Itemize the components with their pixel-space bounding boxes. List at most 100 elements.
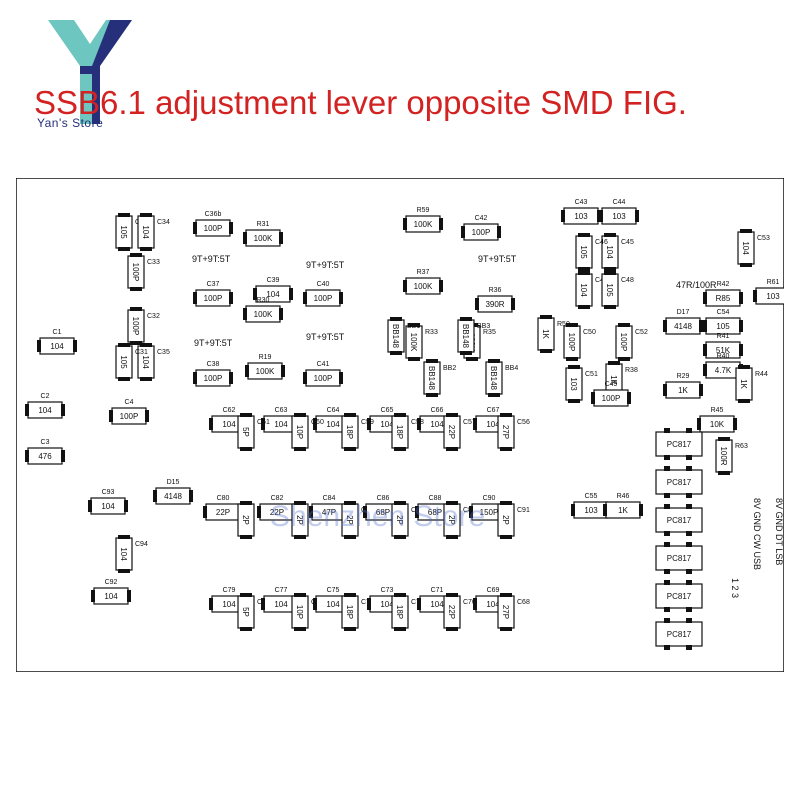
pad: [475, 298, 479, 310]
component-value: 104: [741, 241, 750, 255]
component-value: 100P: [204, 224, 223, 233]
pad: [229, 372, 233, 384]
pad: [686, 618, 692, 623]
component-ref: R37: [417, 269, 430, 276]
component-value: 104: [274, 420, 288, 429]
component-ref: C43: [575, 199, 588, 206]
component-ref: C46: [595, 239, 608, 246]
pad: [599, 210, 603, 222]
pad: [118, 247, 130, 251]
pad: [313, 418, 317, 430]
pad: [394, 535, 406, 539]
component: 104C47: [575, 271, 608, 309]
pad: [664, 455, 670, 460]
component-value: 1K: [678, 386, 688, 395]
component-value: 104: [222, 600, 236, 609]
pad: [363, 506, 367, 518]
optocoupler-body: [655, 583, 703, 609]
pad: [578, 305, 590, 309]
component-value: 100P: [314, 294, 333, 303]
component: 104 C1: [37, 329, 77, 355]
board-label: 47R/100R: [676, 280, 717, 290]
pad: [446, 535, 458, 539]
pad: [446, 413, 458, 417]
pad: [118, 377, 130, 381]
component-ref: C54: [717, 309, 730, 316]
component-ref: C1: [53, 329, 62, 336]
component-value: 104: [486, 600, 500, 609]
component-value: 104: [50, 342, 64, 351]
pad: [261, 418, 265, 430]
pad: [339, 292, 343, 304]
pad: [686, 466, 692, 471]
pad: [189, 490, 193, 502]
pad: [240, 447, 252, 451]
page-title: SSB6.1 adjustment lever opposite SMD FIG…: [34, 84, 687, 121]
component-value: 100P: [131, 263, 140, 282]
component-ref: R42: [717, 281, 730, 288]
component-ref: C77: [275, 587, 288, 594]
pad: [130, 341, 142, 345]
pad: [294, 501, 306, 505]
pad: [403, 218, 407, 230]
component-value: 2P: [345, 515, 354, 525]
component-value: BB148: [391, 324, 400, 349]
pad: [604, 305, 616, 309]
pad: [469, 506, 473, 518]
component-value: 100P: [602, 394, 621, 403]
pad: [394, 413, 406, 417]
component-value: 10P: [295, 425, 304, 439]
pad: [446, 447, 458, 451]
pad: [118, 535, 130, 539]
component-ref: C57: [463, 419, 476, 426]
component-ref: C62: [223, 407, 236, 414]
pad: [460, 317, 472, 321]
pad: [294, 447, 306, 451]
component-ref: C91: [517, 507, 530, 514]
component-value: 100P: [120, 412, 139, 421]
component-value: 18P: [395, 425, 404, 439]
component-value: 100K: [254, 310, 273, 319]
pad: [663, 384, 667, 396]
pad: [664, 645, 670, 650]
component-value: R85: [716, 294, 731, 303]
store-name: Yan's Store: [37, 116, 104, 130]
pad: [618, 323, 630, 327]
component-value: 22P: [447, 425, 456, 439]
pad: [753, 290, 757, 302]
component-value: 390R: [485, 300, 504, 309]
pad: [578, 271, 590, 275]
pad: [500, 413, 512, 417]
pad: [294, 627, 306, 631]
component-value: 104: [104, 592, 118, 601]
component-ref: R50: [557, 321, 570, 328]
pad: [394, 627, 406, 631]
pad: [446, 627, 458, 631]
component-value: 105: [119, 355, 128, 369]
component-value: 103: [584, 506, 598, 515]
component-ref: C70: [463, 599, 476, 606]
optocoupler: PC817: [655, 618, 703, 650]
component-ref: C48: [621, 277, 634, 284]
pad: [294, 535, 306, 539]
component-value: 104: [430, 420, 444, 429]
pad: [540, 315, 552, 319]
component-value: 103: [612, 212, 626, 221]
pad: [664, 580, 670, 585]
optocoupler-value: PC817: [667, 592, 692, 601]
